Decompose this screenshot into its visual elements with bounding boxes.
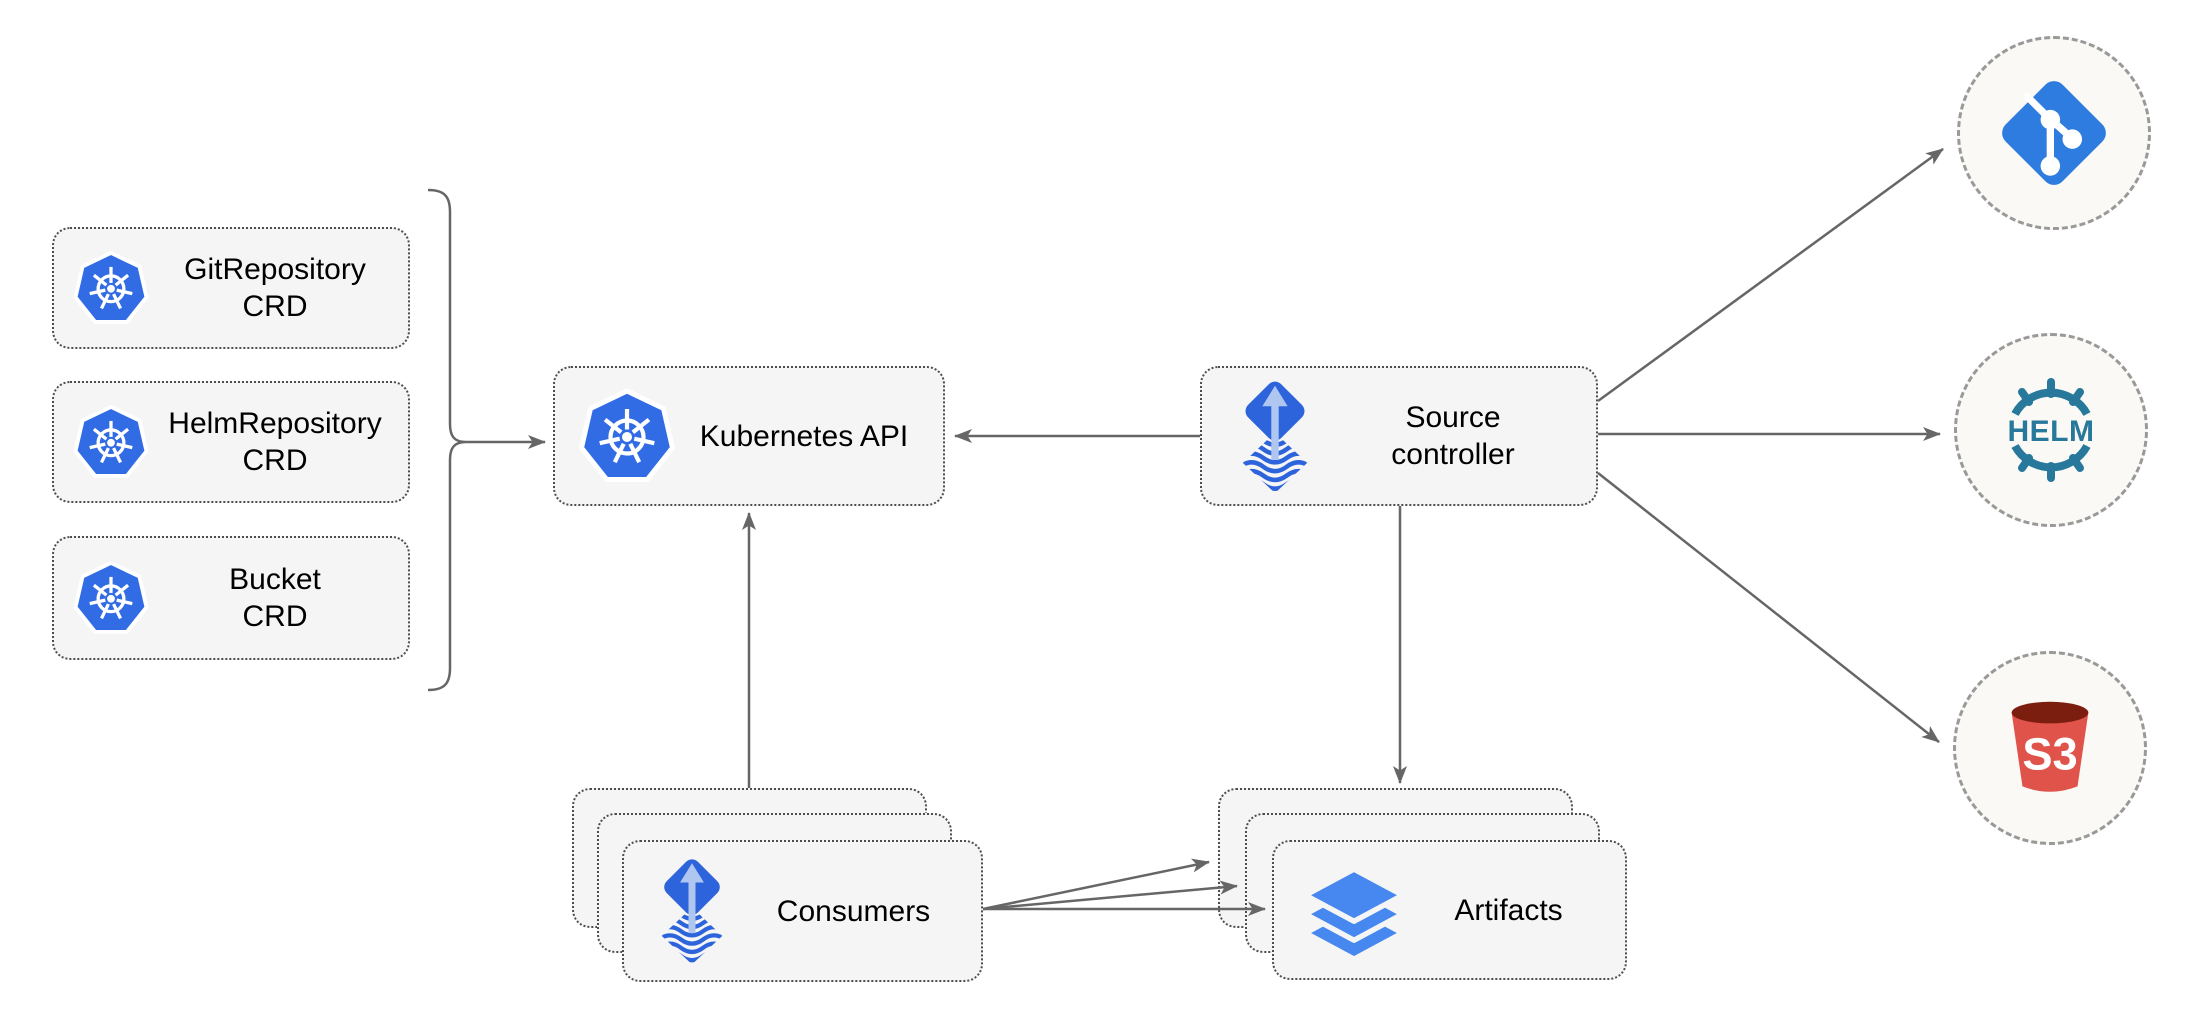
git-endpoint bbox=[1957, 36, 2151, 230]
gitrepository-crd-box: GitRepository CRD bbox=[52, 227, 410, 349]
helm-icon: HELM bbox=[2008, 378, 2095, 482]
artifacts-label: Artifacts bbox=[1454, 893, 1563, 927]
kubernetes-api-label: Kubernetes API bbox=[699, 419, 909, 453]
git-icon bbox=[1993, 72, 2115, 194]
source-controller-box: Source controller bbox=[1200, 366, 1598, 506]
consumers-label: Consumers bbox=[776, 894, 931, 928]
helmrepository-crd-box: HelmRepository CRD bbox=[52, 381, 410, 503]
kubernetes-icon bbox=[72, 403, 150, 481]
arrow-consumers-to-artifacts-2 bbox=[982, 880, 1238, 911]
helm-wordmark: HELM bbox=[2008, 415, 2095, 448]
s3-bucket-icon: S3 bbox=[2011, 701, 2089, 792]
kubernetes-icon bbox=[577, 386, 677, 486]
arrow-source-to-git bbox=[1597, 147, 1944, 403]
crd-group-bracket bbox=[427, 188, 467, 692]
artifacts-box: Artifacts bbox=[1272, 840, 1627, 980]
s3-wordmark: S3 bbox=[2022, 729, 2077, 780]
crd-box-label: Bucket bbox=[229, 563, 321, 596]
helm-endpoint: HELM bbox=[1954, 333, 2148, 527]
crd-box-type: CRD bbox=[242, 444, 308, 477]
crd-box-type: CRD bbox=[242, 600, 308, 633]
crd-box-type: CRD bbox=[242, 290, 308, 323]
flux-icon bbox=[1226, 376, 1324, 497]
arrow-consumers-to-artifacts-1 bbox=[982, 858, 1210, 911]
bucket-crd-box: Bucket CRD bbox=[52, 536, 410, 660]
kubernetes-api-box: Kubernetes API bbox=[553, 366, 945, 506]
source-controller-label-line2: controller bbox=[1391, 438, 1515, 471]
s3-endpoint: S3 bbox=[1953, 651, 2147, 845]
kubernetes-icon bbox=[72, 249, 150, 327]
source-controller-label-line1: Source bbox=[1405, 401, 1501, 434]
flux-icon bbox=[646, 854, 738, 968]
crd-box-label: GitRepository bbox=[184, 253, 366, 286]
arrow-source-to-s3 bbox=[1597, 472, 1940, 743]
kubernetes-icon bbox=[72, 559, 150, 637]
crd-box-label: HelmRepository bbox=[168, 407, 382, 440]
consumers-box: Consumers bbox=[622, 840, 983, 982]
layers-icon bbox=[1300, 860, 1408, 961]
